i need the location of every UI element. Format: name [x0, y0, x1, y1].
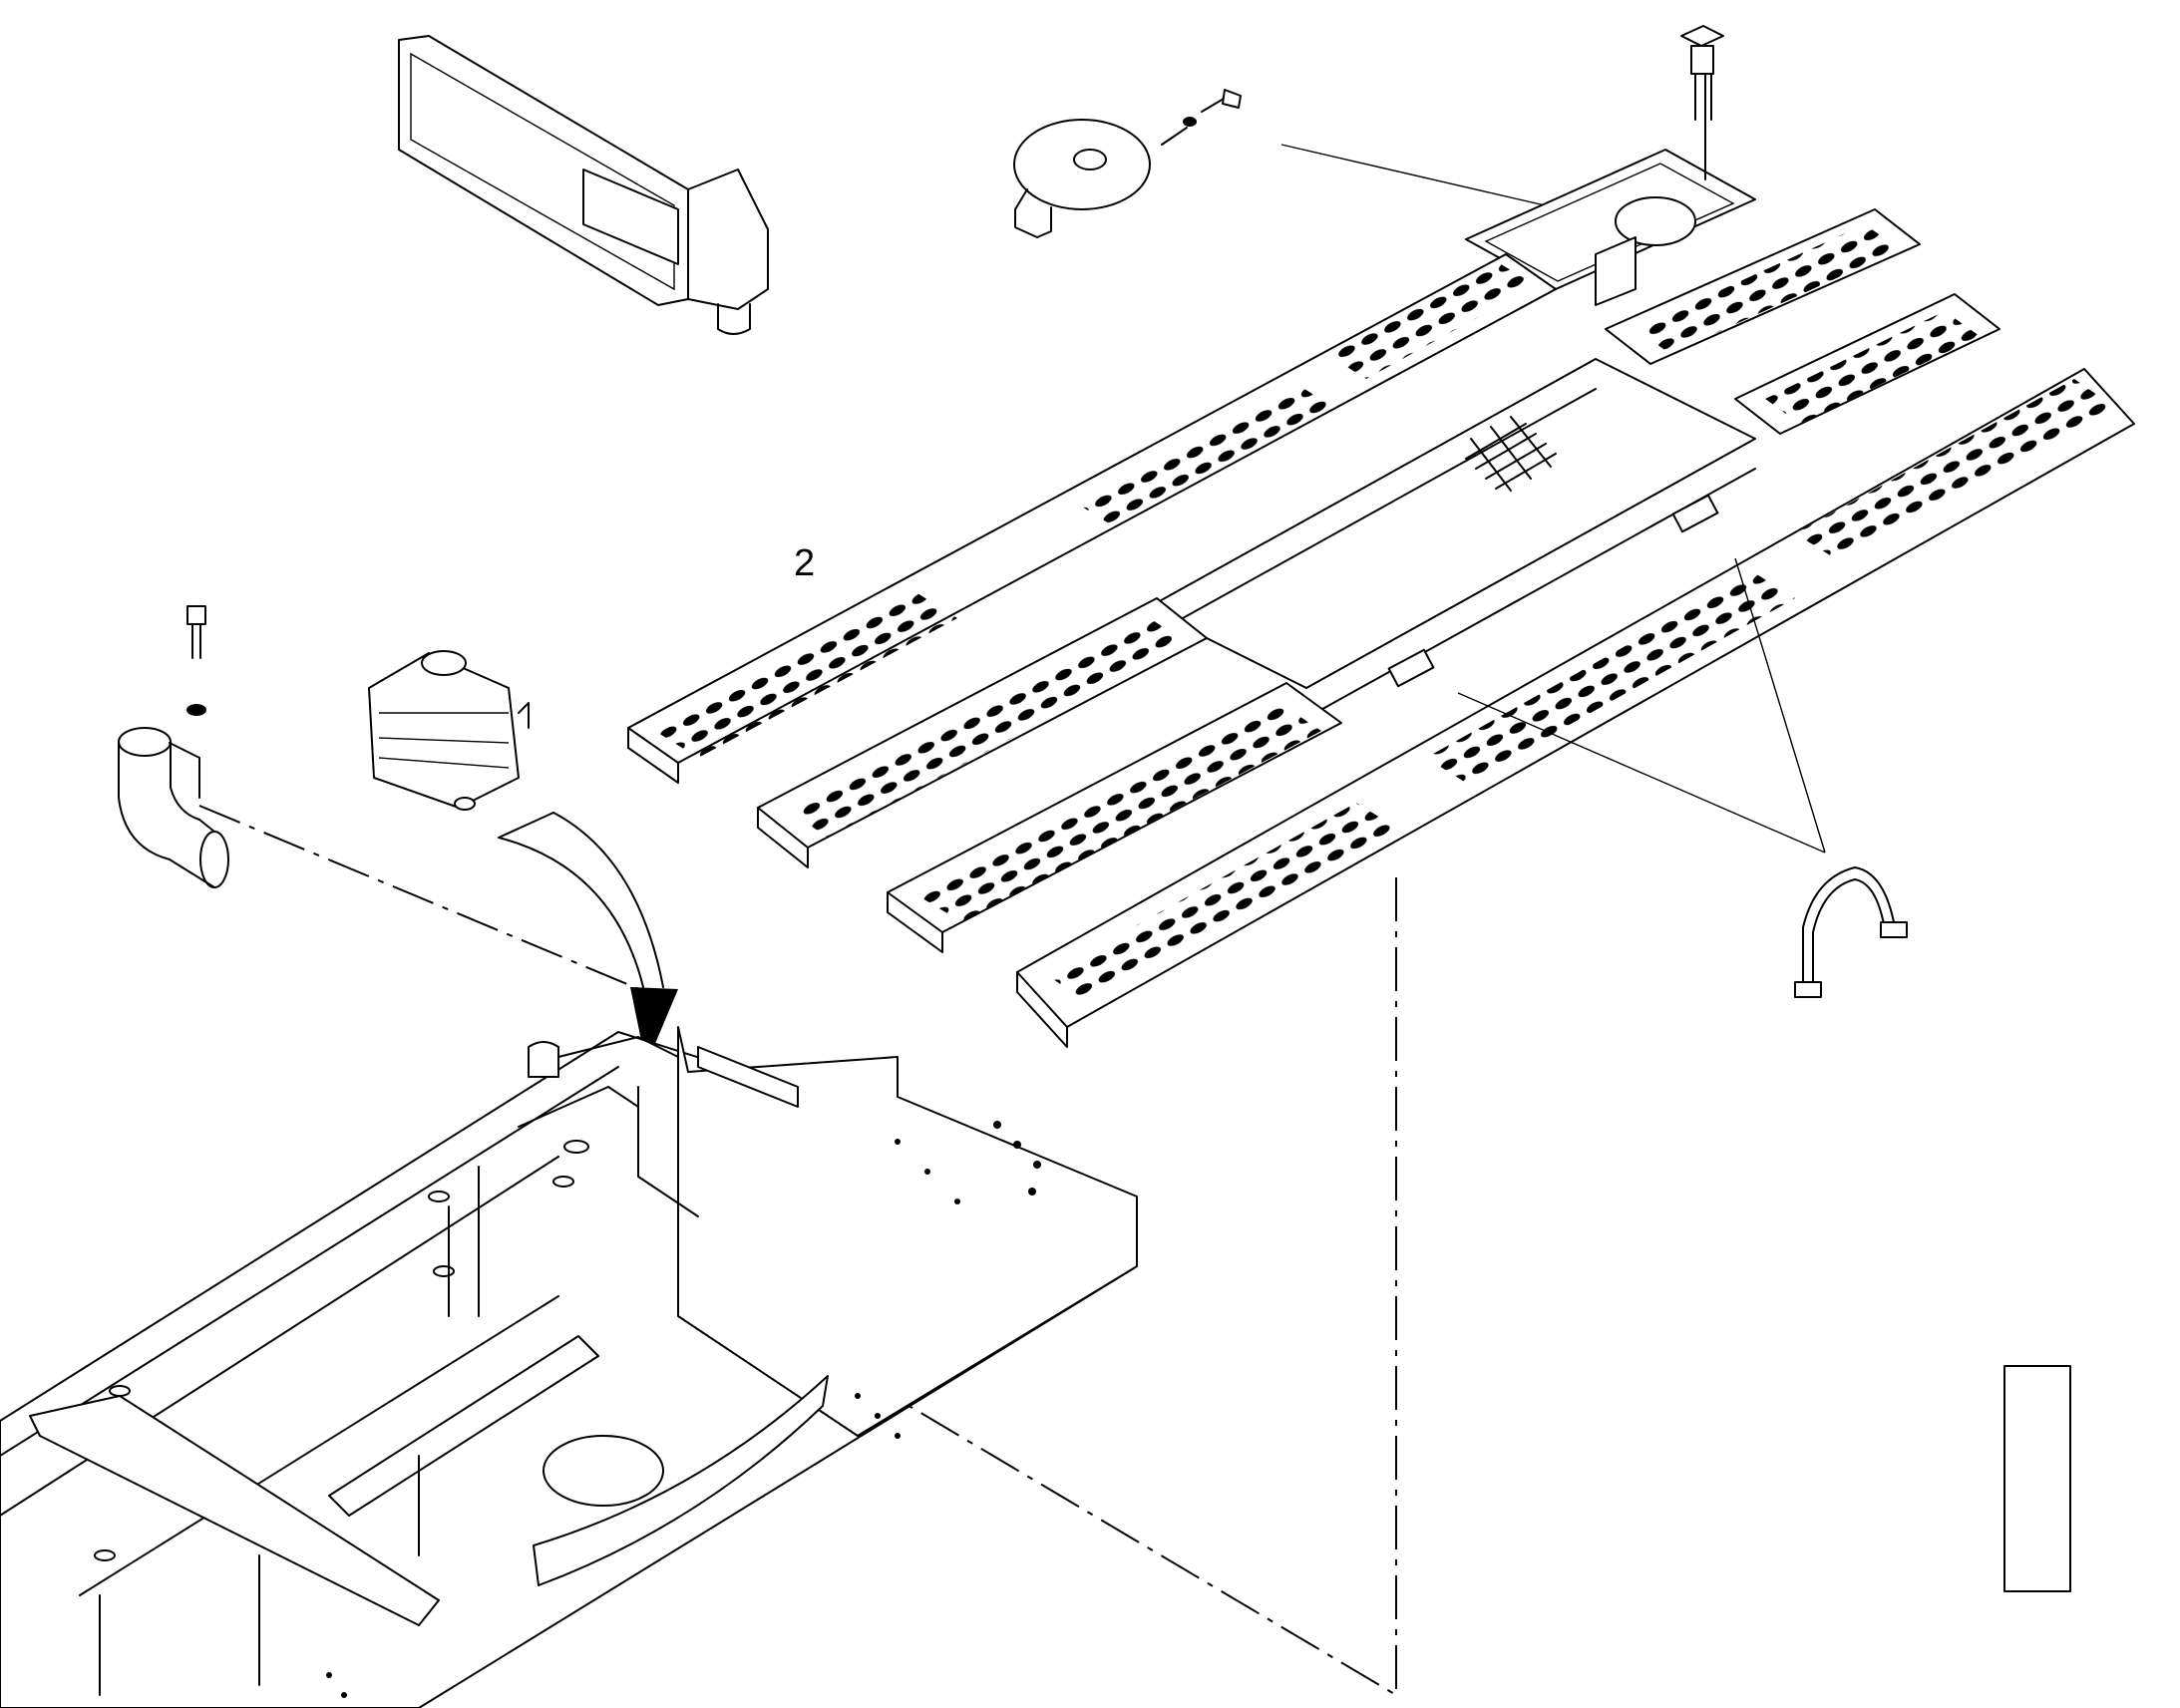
leader-line-ubolt-a	[1457, 692, 1826, 854]
bracket-mount	[1465, 25, 1756, 306]
assembly-line-right	[757, 877, 1397, 1697]
frame-border-box	[2003, 1365, 2071, 1592]
air-duct-housing	[398, 35, 769, 335]
cap-screw-washer	[186, 605, 206, 716]
round-cover-plate	[1013, 89, 1242, 238]
elbow-pipe	[118, 727, 229, 888]
reservoir-tank	[368, 650, 530, 811]
assembly-line-pipe	[198, 805, 659, 998]
chassis-frame	[0, 1026, 1138, 1708]
callout-item-2: 2	[794, 542, 815, 584]
leader-line-cover	[1280, 144, 1585, 215]
leader-line-ubolt-b	[1734, 557, 1826, 854]
grid-insert	[1465, 416, 1557, 492]
grating-frame-assembly	[627, 208, 2135, 1048]
u-bolt	[1794, 866, 1908, 998]
install-arrow	[498, 812, 678, 1065]
